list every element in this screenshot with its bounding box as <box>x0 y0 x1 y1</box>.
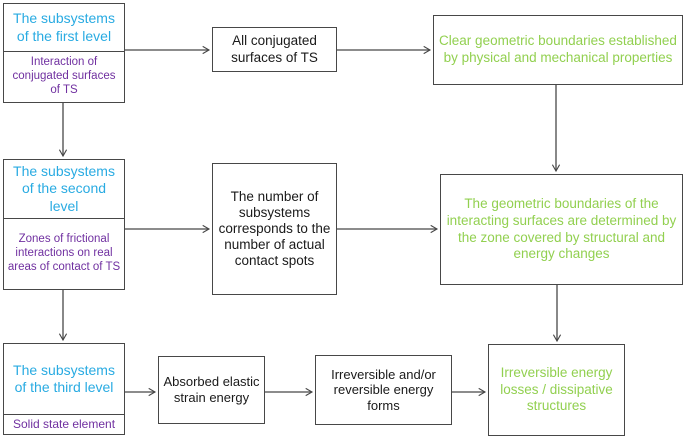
second-level-box: The subsystems of the second level Zones… <box>3 159 125 290</box>
number-subsystems-box: The number of subsystems corresponds to … <box>212 163 337 295</box>
first-level-title: The subsystems of the first level <box>13 10 115 44</box>
energy-losses-box: Irreversible energy losses / dissipative… <box>488 344 625 436</box>
third-level-sublabel: Solid state element <box>4 414 124 434</box>
first-level-box: The subsystems of the first level Intera… <box>3 3 125 103</box>
clear-boundaries-box: Clear geometric boundaries established b… <box>433 15 683 85</box>
energy-forms-box: Irreversible and/or reversible energy fo… <box>315 355 452 425</box>
first-level-sublabel: Interaction of conjugated surfaces of TS <box>4 51 124 102</box>
geometric-boundaries-box: The geometric boundaries of the interact… <box>440 174 683 285</box>
absorbed-energy-box: Absorbed elastic strain energy <box>158 356 265 424</box>
third-level-box: The subsystems of the third level Solid … <box>3 343 125 435</box>
third-level-title: The subsystems of the third level <box>13 361 115 395</box>
second-level-sublabel: Zones of frictional interactions on real… <box>4 218 124 289</box>
second-level-title: The subsystems of the second level <box>13 163 115 214</box>
conjugated-surfaces-box: All conjugated surfaces of TS <box>212 27 337 72</box>
